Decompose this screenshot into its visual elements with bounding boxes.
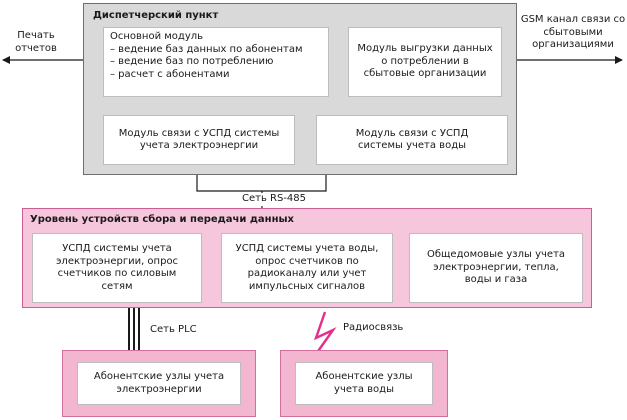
- subscriber-water-box: Абонентские узлы учета воды: [295, 362, 433, 405]
- main-module-line: – ведение баз данных по абонентам: [110, 43, 303, 55]
- reports-label: Печать отчетов: [15, 30, 57, 54]
- subscriber-electric-box: Абонентские узлы учета электроэнергии: [77, 362, 241, 405]
- collection-panel: Уровень устройств сбора и передачи данны…: [22, 208, 592, 308]
- dispatch-title: Диспетчерский пункт: [93, 10, 219, 21]
- subscriber-water-text: Абонентские узлы учета воды: [315, 371, 413, 395]
- unload-module-box: Модуль выгрузки данных о потреблении в с…: [348, 27, 502, 97]
- main-module-line: Основной модуль: [110, 31, 204, 42]
- uspd-water-text: УСПД системы учета воды, опрос счетчиков…: [235, 243, 379, 292]
- collection-title: Уровень устройств сбора и передачи данны…: [30, 214, 294, 225]
- main-module-line: – расчет с абонентами: [110, 68, 230, 80]
- comm-water-text: Модуль связи с УСПД системы учета воды: [355, 127, 469, 152]
- subscriber-electric-panel: Абонентские узлы учета электроэнергии: [62, 350, 256, 417]
- main-module-box: Основной модуль – ведение баз данных по …: [103, 27, 329, 97]
- uspd-electric-text: УСПД системы учета электроэнергии, опрос…: [55, 243, 179, 292]
- common-nodes-text: Общедомовые узлы учета электроэнергии, т…: [426, 249, 566, 286]
- radio-label: Радиосвязь: [343, 322, 404, 333]
- rs485-label: Сеть RS-485: [240, 193, 309, 206]
- comm-electric-text: Модуль связи с УСПД системы учета электр…: [118, 127, 280, 152]
- unload-module-text: Модуль выгрузки данных о потреблении в с…: [357, 43, 493, 80]
- subscriber-water-panel: Абонентские узлы учета воды: [280, 350, 448, 417]
- gsm-label: GSM канал связи со сбытовыми организация…: [520, 14, 626, 50]
- radio-lightning-icon: [308, 311, 337, 365]
- subscriber-electric-text: Абонентские узлы учета электроэнергии: [93, 371, 225, 395]
- comm-electric-box: Модуль связи с УСПД системы учета электр…: [103, 115, 295, 165]
- uspd-electric-box: УСПД системы учета электроэнергии, опрос…: [32, 233, 202, 303]
- main-module-line: – ведение баз по потреблению: [110, 56, 274, 67]
- dispatch-panel: Диспетчерский пункт Основной модуль – ве…: [83, 3, 517, 175]
- uspd-water-box: УСПД системы учета воды, опрос счетчиков…: [221, 233, 393, 303]
- common-nodes-box: Общедомовые узлы учета электроэнергии, т…: [409, 233, 583, 303]
- comm-water-box: Модуль связи с УСПД системы учета воды: [316, 115, 508, 165]
- plc-label: Сеть PLC: [150, 324, 197, 335]
